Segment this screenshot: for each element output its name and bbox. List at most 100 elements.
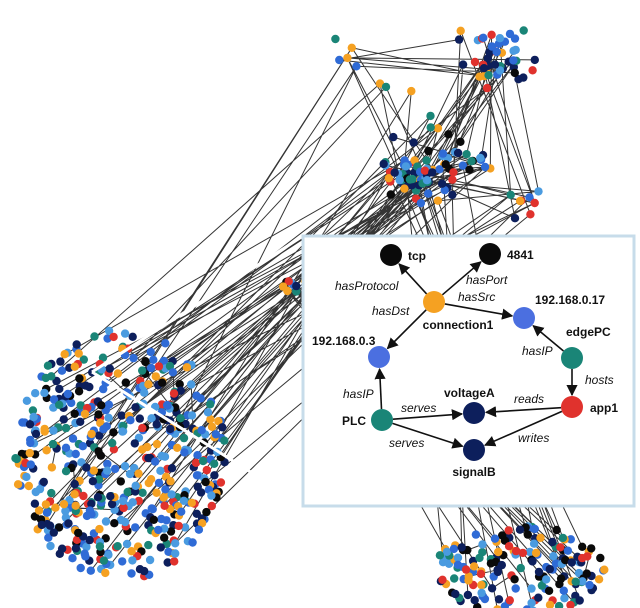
graph-node	[71, 449, 80, 459]
graph-node	[207, 422, 217, 431]
graph-node	[210, 471, 219, 480]
graph-node	[548, 537, 557, 547]
graph-node	[95, 431, 104, 440]
graph-node	[555, 579, 564, 589]
graph-node	[81, 552, 90, 561]
graph-node	[173, 443, 182, 452]
edge-label-hasIP-edgePC: hasIP	[522, 344, 553, 358]
graph-node	[41, 500, 51, 509]
graph-node	[68, 554, 77, 563]
graph-node	[106, 492, 115, 501]
graph-node	[197, 426, 206, 435]
graph-node	[166, 527, 176, 536]
graph-node	[55, 400, 64, 409]
graph-node	[129, 353, 138, 363]
node-label-voltageA: voltageA	[444, 386, 495, 400]
graph-node	[120, 329, 130, 338]
graph-node	[71, 501, 80, 510]
graph-node	[128, 498, 137, 507]
graph-node	[109, 428, 118, 437]
graph-node	[400, 184, 409, 193]
graph-node	[101, 568, 110, 578]
graph-node	[31, 429, 41, 439]
graph-node	[462, 150, 471, 159]
graph-node	[67, 398, 76, 408]
graph-node	[518, 548, 528, 558]
zoom-line-bottom	[91, 370, 304, 507]
graph-node	[134, 469, 143, 478]
graph-node	[113, 369, 123, 378]
graph-node	[138, 366, 147, 375]
graph-node	[487, 30, 496, 39]
graph-node	[567, 558, 576, 567]
graph-node	[166, 424, 175, 434]
graph-node	[561, 556, 570, 565]
graph-node	[159, 356, 168, 366]
graph-node	[510, 68, 519, 78]
graph-node	[401, 162, 411, 171]
graph-node	[335, 55, 344, 65]
graph-node	[559, 586, 568, 595]
graph-node	[121, 378, 130, 387]
graph-node	[527, 584, 536, 593]
graph-node	[131, 481, 140, 490]
graph-node	[438, 149, 448, 158]
inset-frame	[301, 234, 636, 508]
graph-node	[441, 160, 450, 169]
graph-node	[492, 47, 501, 57]
graph-node	[531, 548, 541, 558]
graph-node	[192, 471, 202, 480]
edge-label-hasDst: hasDst	[372, 304, 410, 318]
graph-node	[54, 523, 64, 532]
graph-node	[527, 598, 536, 608]
graph-node	[60, 350, 69, 359]
graph-node	[77, 458, 86, 467]
graph-node	[26, 438, 35, 448]
graph-node	[197, 519, 207, 528]
node-label-PLC: PLC	[342, 414, 366, 428]
inset-edge-hasPort	[441, 261, 482, 296]
inset-edge-writes	[483, 410, 563, 447]
graph-node	[554, 601, 564, 608]
graph-node	[101, 517, 111, 526]
graph-node	[74, 528, 83, 538]
graph-node	[475, 553, 484, 563]
graph-node	[127, 569, 136, 578]
edge-label-hasPort: hasPort	[466, 273, 508, 287]
graph-node	[207, 501, 216, 511]
graph-node	[542, 575, 551, 584]
graph-node	[154, 525, 163, 535]
graph-node	[127, 547, 136, 556]
graph-node	[146, 347, 155, 357]
graph-node	[475, 72, 484, 81]
graph-node	[149, 515, 158, 524]
graph-node	[206, 415, 215, 424]
node-label-app1: app1	[590, 401, 618, 415]
graph-node	[477, 588, 486, 598]
inset-edge-serves	[392, 409, 464, 421]
zoom-line-top	[91, 234, 304, 374]
graph-node	[157, 378, 167, 387]
graph-node	[61, 443, 71, 452]
node-label-connection1: connection1	[423, 318, 494, 332]
edge-label-hasSrc: hasSrc	[458, 290, 495, 304]
graph-node	[509, 46, 518, 55]
graph-node	[120, 462, 130, 471]
graph-node	[31, 487, 40, 497]
graph-node	[39, 477, 48, 487]
graph-node	[347, 43, 356, 52]
graph-node	[48, 439, 58, 449]
graph-node	[193, 451, 202, 460]
graph-node	[34, 506, 44, 515]
graph-node	[49, 395, 59, 404]
graph-node	[381, 82, 391, 92]
graph-node	[166, 477, 175, 486]
graph-node	[482, 83, 492, 93]
graph-node	[72, 535, 82, 544]
graph-node	[49, 426, 58, 435]
zoom-connector-lines	[91, 234, 304, 507]
edge-label-serves-voltageA: serves	[401, 401, 436, 415]
graph-node	[420, 166, 430, 175]
graph-node	[510, 214, 520, 223]
